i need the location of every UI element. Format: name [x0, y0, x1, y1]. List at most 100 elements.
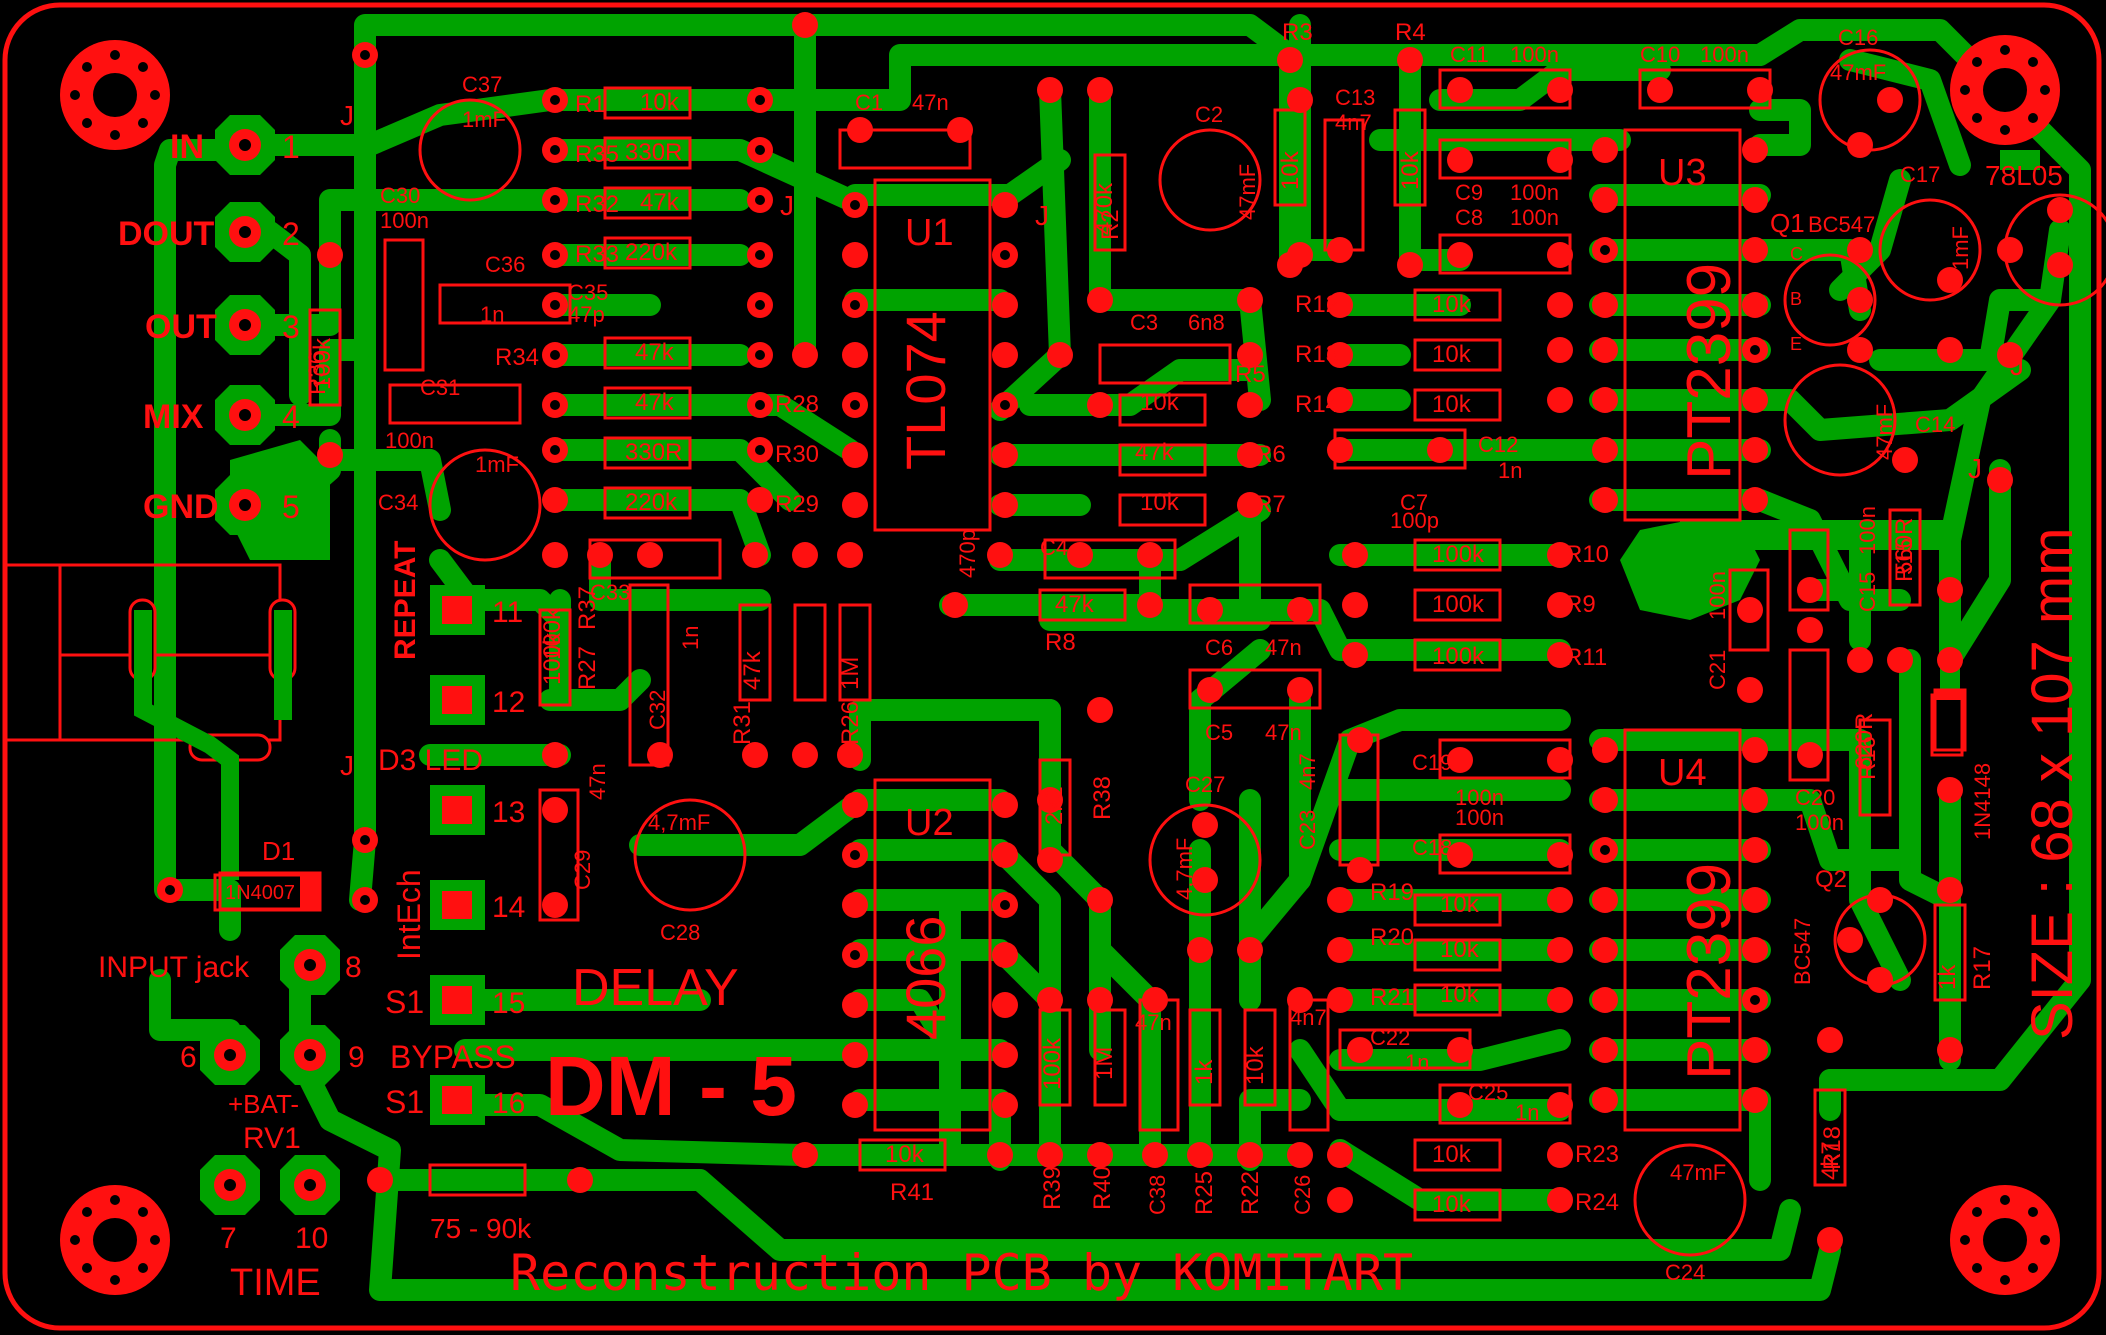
- capacitor-value-c12: 1n: [1498, 458, 1522, 483]
- switch-pin-13: 13: [492, 796, 525, 829]
- capacitor-ref-c37: C37: [462, 72, 502, 97]
- u3-body: [1623, 128, 1742, 522]
- resistor-ref-r38: R38: [1089, 776, 1116, 820]
- capacitor-ref-c36: C36: [485, 252, 525, 277]
- capacitor-ref-c25: C25: [1468, 1080, 1508, 1105]
- diode-d4: [1933, 688, 1967, 752]
- resistor-value-r8: 47k: [1055, 591, 1095, 618]
- resistor-value-r14: 10k: [1432, 391, 1472, 418]
- resistor-value-r6: 47k: [1135, 439, 1175, 466]
- u1-body: [873, 178, 992, 532]
- regulator-label: 78L05: [1985, 160, 2063, 191]
- capacitor-value-c32: 1n: [678, 626, 703, 650]
- connector-label-in: IN: [170, 128, 204, 166]
- capacitor-value-c38: 47n: [1135, 1010, 1172, 1035]
- resistor-value-r34: 47k: [635, 339, 675, 366]
- connector-pad-9[interactable]: [280, 1025, 340, 1085]
- input-jack-label: INPUT jack: [98, 951, 250, 984]
- resistor-ref-r3: R3: [1282, 19, 1313, 46]
- capacitor-ref-c31: C31: [420, 375, 460, 400]
- connector-pad-out[interactable]: [215, 295, 275, 355]
- connector-pad-8[interactable]: [280, 935, 340, 995]
- connector-pad-6[interactable]: [200, 1025, 260, 1085]
- resistor-ref-r5: R5: [1235, 361, 1266, 388]
- resistor-ref-r14: R14: [1295, 391, 1339, 418]
- pot-range-label: 75 - 90k: [430, 1213, 532, 1244]
- connector-pad-mix[interactable]: [215, 385, 275, 445]
- capacitor-value-c31: 100n: [385, 428, 434, 453]
- resistor-ref-r11: R11: [1565, 644, 1607, 671]
- resistor-value-r25: 1k: [1191, 1059, 1218, 1085]
- capacitor-ref-c17: C17: [1900, 162, 1940, 187]
- capacitor-ref-c12: C12: [1478, 432, 1518, 457]
- connector-pad-dout[interactable]: [215, 202, 275, 262]
- resistor-value-r19: 10k: [1440, 891, 1480, 918]
- resistor-ref-r13: R13: [1295, 341, 1339, 368]
- mounting-hole-top-left: [60, 40, 170, 150]
- board-credit: Reconstruction PCB by KOMITART: [510, 1244, 1413, 1302]
- pin-10-label: 10: [295, 1222, 328, 1255]
- bat-label: +BAT-: [228, 1089, 299, 1119]
- resistor-value-r5: 10k: [1140, 389, 1180, 416]
- resistor-value-r38: 2k2: [1041, 786, 1068, 825]
- capacitor-value-c29: 47n: [585, 763, 610, 800]
- resistor-value-r31: 47k: [739, 650, 766, 690]
- switch-pad-12[interactable]: [430, 675, 485, 725]
- resistor-value-r23: 10k: [1432, 1141, 1472, 1168]
- switch-pad-14[interactable]: [430, 880, 485, 930]
- capacitor-ref-c35: C35: [568, 280, 608, 305]
- capacitor-ref-c27: C27: [1185, 772, 1225, 797]
- resistor-ref-r6: R6: [1255, 441, 1286, 468]
- capacitor-value-c35: 47p: [568, 302, 605, 327]
- resistor-value-r26: 1M: [837, 657, 864, 690]
- capacitor-ref-c10: C10: [1640, 42, 1680, 67]
- capacitor-value-c6: 47n: [1265, 635, 1302, 660]
- capacitor-ref-c13: C13: [1335, 85, 1375, 110]
- connector-pad-gnd[interactable]: [215, 475, 275, 535]
- capacitor-ref-c5: C5: [1205, 720, 1233, 745]
- pin-6-label: 6: [180, 1041, 197, 1074]
- resistor-value-r27: 100k: [539, 632, 566, 685]
- board-title: DELAY: [572, 959, 739, 1017]
- resistor-value-r12: 10k: [1432, 291, 1472, 318]
- resistor-ref-r37: R37: [574, 586, 601, 630]
- connector-pin-1: 1: [282, 129, 300, 165]
- resistor-ref-r33: R33: [575, 241, 619, 268]
- capacitor-value-c25: 1n: [1515, 1100, 1539, 1125]
- d1-label: D1: [262, 836, 295, 866]
- switch-pin-15: 15: [492, 987, 525, 1020]
- q1-value: BC547: [1808, 212, 1875, 237]
- switch-pad-11[interactable]: [430, 585, 485, 635]
- resistor-value-r2: 470k: [1091, 182, 1118, 235]
- jumper-label-5: J: [2010, 350, 2024, 381]
- switch-pad-13[interactable]: [430, 785, 485, 835]
- resistor-ref-r12: R12: [1295, 291, 1339, 318]
- ic-outlines: [873, 128, 1742, 1132]
- resistor-value-r36: 100k: [309, 337, 336, 390]
- io-connector-pads: [200, 115, 340, 1215]
- switch-label-repeat: REPEAT: [389, 541, 422, 660]
- resistor-ref-r23: R23: [1575, 1141, 1619, 1168]
- resistor-ref-r29: R29: [775, 491, 819, 518]
- capacitor-ref-c26: C26: [1290, 1175, 1315, 1215]
- switch-pad-15[interactable]: [430, 975, 485, 1025]
- resistor-ref-r26: R26: [837, 701, 864, 745]
- resistor-value-r13: 10k: [1432, 341, 1472, 368]
- q2-value: BC547: [1790, 918, 1815, 985]
- capacitor-value-c17: 1mF: [1948, 226, 1973, 270]
- switch-label-intech: IntEch: [391, 869, 427, 960]
- mounting-hole-bottom-right: [1950, 1185, 2060, 1295]
- board-model: DM - 5: [545, 1039, 797, 1133]
- connector-pad-10[interactable]: [280, 1155, 340, 1215]
- component-outlines: [213, 68, 1967, 1222]
- resistor-ref-r10: R10: [1565, 541, 1609, 568]
- resistor-ref-r19: R19: [1370, 879, 1414, 906]
- capacitor-ref-c2: C2: [1195, 102, 1223, 127]
- mounting-holes: [60, 35, 2060, 1295]
- resistor-value-r16: 620R: [1851, 713, 1878, 770]
- switch-pad-16[interactable]: [430, 1075, 485, 1125]
- capacitor-ref-c28: C28: [660, 920, 700, 945]
- connector-pad-in[interactable]: [215, 115, 275, 175]
- resistor-value-r4: 10k: [1397, 150, 1424, 190]
- connector-pad-7[interactable]: [200, 1155, 260, 1215]
